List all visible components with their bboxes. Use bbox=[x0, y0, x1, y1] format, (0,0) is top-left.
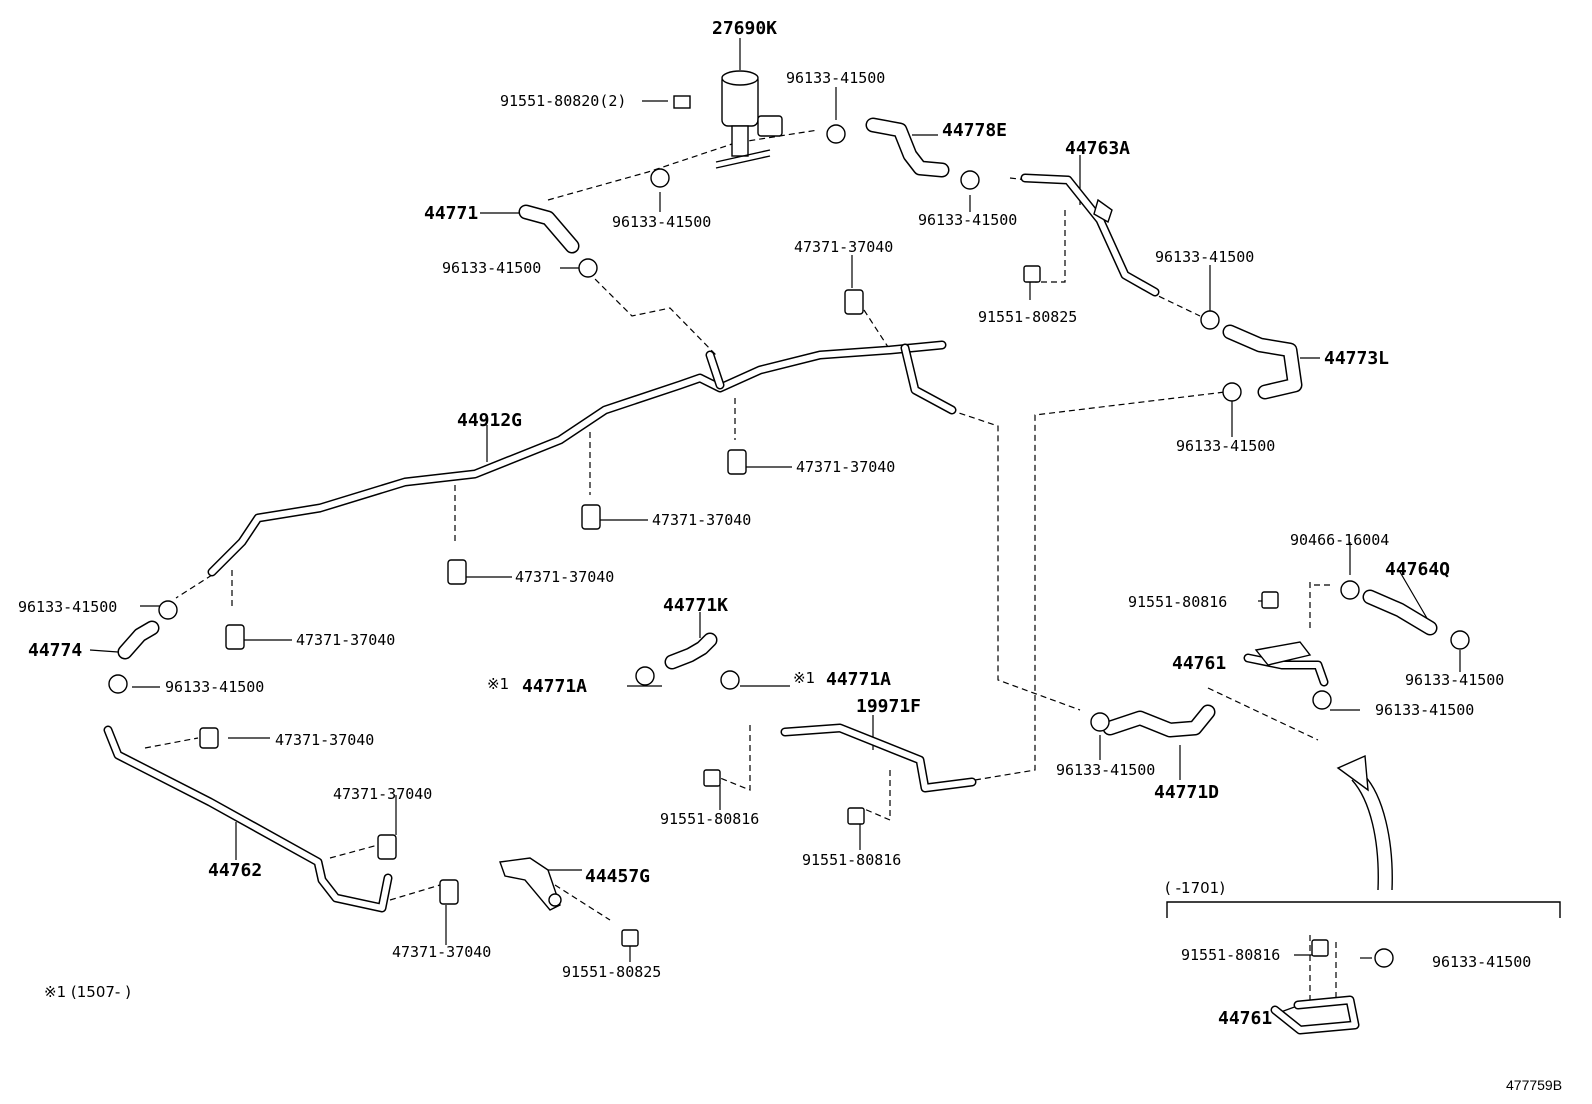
callout-c32: 96133-41500 bbox=[1375, 701, 1475, 719]
callout-c42: 91551-80816 bbox=[1181, 946, 1281, 964]
callout-c30: 44771A bbox=[826, 669, 892, 690]
callout-c11: 96133-41500 bbox=[1155, 248, 1255, 266]
hose-clamps bbox=[108, 124, 1470, 968]
note-mark-1: ※1 bbox=[487, 675, 510, 693]
callout-c41: 91551-80825 bbox=[562, 963, 662, 981]
solenoid-valve bbox=[673, 70, 783, 169]
callout-c27: 96133-41500 bbox=[1405, 671, 1505, 689]
callout-c29: 44771A bbox=[522, 676, 588, 697]
rigid-pipes bbox=[103, 173, 1360, 1035]
variant-arrow bbox=[1166, 754, 1561, 918]
callout-c26: 44761 bbox=[1172, 653, 1227, 674]
callout-c40: 47371-37040 bbox=[392, 943, 492, 961]
callout-c31: 19971F bbox=[856, 696, 922, 717]
callout-c12: 91551-80825 bbox=[978, 308, 1078, 326]
callout-c17: 47371-37040 bbox=[652, 511, 752, 529]
callout-c23: 47371-37040 bbox=[296, 631, 396, 649]
callout-c01: 27690K bbox=[712, 18, 778, 39]
callout-c21: 91551-80816 bbox=[1128, 593, 1228, 611]
leader-lines bbox=[89, 38, 1461, 1014]
bolts bbox=[621, 265, 1329, 957]
callout-c34: 44771D bbox=[1154, 782, 1220, 803]
callout-c25: 44771K bbox=[663, 595, 729, 616]
callout-c37: 47371-37040 bbox=[333, 785, 433, 803]
callout-c07: 96133-41500 bbox=[612, 213, 712, 231]
variant-range: ( -1701) bbox=[1165, 879, 1226, 897]
callout-c15: 44912G bbox=[457, 410, 523, 431]
rubber-hoses bbox=[117, 117, 1438, 738]
callout-c20: 44764Q bbox=[1385, 559, 1451, 580]
callout-c02: 91551-80820(2) bbox=[500, 92, 627, 110]
callout-c19: 90466-16004 bbox=[1290, 531, 1390, 549]
callout-c13: 44773L bbox=[1324, 348, 1390, 369]
callout-c08: 96133-41500 bbox=[918, 211, 1018, 229]
callout-c04: 44778E bbox=[942, 120, 1008, 141]
callout-c43b: 96133-41500 bbox=[1056, 761, 1156, 779]
footnote: ※1 (1507- ) bbox=[44, 983, 131, 1001]
callout-c43: 96133-41500 bbox=[1432, 953, 1532, 971]
pipe-clamps bbox=[199, 289, 864, 905]
callout-c06: 44771 bbox=[424, 203, 479, 224]
callout-c36: 91551-80816 bbox=[802, 851, 902, 869]
callout-c28: 96133-41500 bbox=[165, 678, 265, 696]
callout-c38: 44762 bbox=[208, 860, 263, 881]
note-mark-2: ※1 bbox=[793, 669, 816, 687]
figure-reference: 477759B bbox=[1506, 1077, 1563, 1093]
callout-c16: 47371-37040 bbox=[796, 458, 896, 476]
callout-c05: 44763A bbox=[1065, 138, 1131, 159]
callout-c35: 91551-80816 bbox=[660, 810, 760, 828]
callout-c09: 96133-41500 bbox=[442, 259, 542, 277]
callout-c24: 44774 bbox=[28, 640, 83, 661]
callout-c39: 44457G bbox=[585, 866, 651, 887]
callout-c22: 96133-41500 bbox=[18, 598, 118, 616]
callout-c14: 96133-41500 bbox=[1176, 437, 1276, 455]
dashed-assembly-lines bbox=[144, 129, 1337, 1000]
callout-c10: 47371-37040 bbox=[794, 238, 894, 256]
callout-c44: 44761 bbox=[1218, 1008, 1273, 1029]
callout-c33: 47371-37040 bbox=[275, 731, 375, 749]
brackets bbox=[499, 198, 1312, 911]
callout-c03: 96133-41500 bbox=[786, 69, 886, 87]
callout-c18: 47371-37040 bbox=[515, 568, 615, 586]
